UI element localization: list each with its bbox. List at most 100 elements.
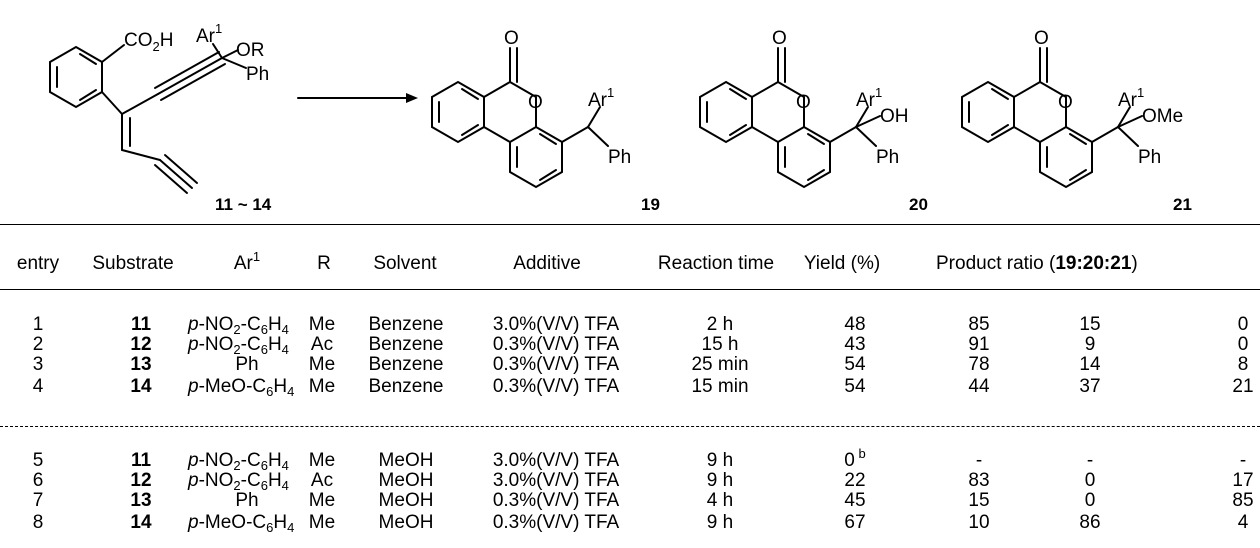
cell-yield: 48 bbox=[844, 314, 866, 335]
cell-p20: 0 bbox=[1084, 490, 1096, 511]
cell-substrate: 12 bbox=[130, 334, 152, 355]
cell-time: 15 min bbox=[691, 376, 749, 397]
cell-solvent: MeOH bbox=[378, 512, 434, 533]
product-label-21: 21 bbox=[1173, 195, 1192, 214]
cell-entry: 5 bbox=[32, 450, 44, 471]
cell-time: 25 min bbox=[691, 354, 749, 375]
ring-o-label-20: O bbox=[796, 92, 811, 113]
cell-additive: 0.3%(V/V) TFA bbox=[492, 490, 620, 511]
group-label-20: OH bbox=[880, 106, 909, 127]
cell-solvent: Benzene bbox=[368, 334, 444, 355]
cell-r: Me bbox=[308, 314, 336, 335]
cell-substrate: 14 bbox=[130, 376, 152, 397]
ar-label-20: Ar1 bbox=[856, 85, 882, 111]
cell-solvent: MeOH bbox=[378, 470, 434, 491]
cell-p20: 0 bbox=[1084, 470, 1096, 491]
cell-yield: 43 bbox=[844, 334, 866, 355]
cell-p21: 85 bbox=[1232, 490, 1254, 511]
carbonyl-o-label-21: O bbox=[1034, 28, 1049, 49]
product-label-19: 19 bbox=[641, 195, 660, 214]
cell-ar: Ph bbox=[235, 354, 259, 375]
cell-p21: - bbox=[1239, 450, 1247, 471]
cell-time: 2 h bbox=[706, 314, 734, 335]
cell-p19: 91 bbox=[968, 334, 990, 355]
cell-r: Me bbox=[308, 354, 336, 375]
reactant-compound-label: 11 ~ 14 bbox=[215, 195, 272, 214]
header-bottom-rule bbox=[0, 289, 1260, 290]
cell-entry: 4 bbox=[32, 376, 44, 397]
cell-p21: 17 bbox=[1232, 470, 1254, 491]
header-yield: Yield (%) bbox=[803, 253, 881, 274]
cell-substrate: 13 bbox=[130, 490, 152, 511]
header-product-ratio: Product ratio (19:20:21) bbox=[936, 253, 1138, 274]
cell-substrate: 11 bbox=[130, 450, 152, 471]
cell-substrate: 11 bbox=[130, 314, 152, 335]
cell-additive: 0.3%(V/V) TFA bbox=[492, 376, 620, 397]
cell-entry: 3 bbox=[32, 354, 44, 375]
cell-additive: 3.0%(V/V) TFA bbox=[492, 450, 620, 471]
cell-solvent: MeOH bbox=[378, 450, 434, 471]
cell-p19: 10 bbox=[968, 512, 990, 533]
cell-time: 9 h bbox=[706, 512, 734, 533]
header-r: R bbox=[317, 253, 331, 274]
cell-time: 15 h bbox=[701, 334, 739, 355]
carbonyl-o-label-19: O bbox=[504, 28, 519, 49]
cell-additive: 3.0%(V/V) TFA bbox=[492, 470, 620, 491]
cell-time: 9 h bbox=[706, 450, 734, 471]
reactant-ph-label: Ph bbox=[246, 64, 269, 85]
cell-ar: p-NO2-C6H4 bbox=[188, 314, 289, 337]
cell-additive: 0.3%(V/V) TFA bbox=[492, 334, 620, 355]
cell-solvent: Benzene bbox=[368, 376, 444, 397]
reaction-arrow-head bbox=[406, 93, 418, 103]
ring-o-label-19: O bbox=[528, 92, 543, 113]
cell-solvent: Benzene bbox=[368, 354, 444, 375]
cell-p21: 4 bbox=[1237, 512, 1249, 533]
ph-label-20: Ph bbox=[876, 147, 899, 168]
cell-p20: 37 bbox=[1079, 376, 1101, 397]
header-entry: entry bbox=[16, 253, 60, 274]
cell-entry: 7 bbox=[32, 490, 44, 511]
product-label-20: 20 bbox=[909, 195, 928, 214]
section-divider bbox=[0, 426, 1260, 427]
cell-p19: 15 bbox=[968, 490, 990, 511]
cell-r: Ac bbox=[310, 334, 334, 355]
cell-ar: p-MeO-C6H4 bbox=[188, 376, 295, 399]
cell-r: Me bbox=[308, 376, 336, 397]
cell-p20: 86 bbox=[1079, 512, 1101, 533]
reactant-acid-label: CO2H bbox=[124, 30, 173, 54]
cell-substrate: 12 bbox=[130, 470, 152, 491]
cell-p21: 0 bbox=[1237, 334, 1249, 355]
ph-label-19: Ph bbox=[608, 147, 631, 168]
cell-p19: 85 bbox=[968, 314, 990, 335]
cell-p19: - bbox=[975, 450, 983, 471]
cell-yield: 54 bbox=[844, 354, 866, 375]
reactant-or-label: OR bbox=[236, 40, 265, 61]
header-additive: Additive bbox=[513, 253, 581, 274]
reactant-benzene-ring bbox=[49, 45, 103, 109]
product-21-structure bbox=[961, 47, 1143, 189]
cell-p20: - bbox=[1086, 450, 1094, 471]
cell-p20: 9 bbox=[1084, 334, 1096, 355]
cell-p20: 14 bbox=[1079, 354, 1101, 375]
ph-label-21: Ph bbox=[1138, 147, 1161, 168]
cell-r: Ac bbox=[310, 470, 334, 491]
cell-yield: 67 bbox=[844, 512, 866, 533]
cell-ar: p-NO2-C6H4 bbox=[188, 334, 289, 357]
cell-p21: 0 bbox=[1237, 314, 1249, 335]
ring-o-label-21: O bbox=[1058, 92, 1073, 113]
cell-entry: 8 bbox=[32, 512, 44, 533]
product-20-structure bbox=[699, 47, 881, 189]
header-solvent: Solvent bbox=[373, 253, 437, 274]
cell-yield: 0 b bbox=[844, 446, 866, 471]
cell-yield: 22 bbox=[844, 470, 866, 491]
table-top-rule bbox=[0, 224, 1260, 225]
cell-time: 4 h bbox=[706, 490, 734, 511]
product-19-structure bbox=[431, 47, 609, 189]
cell-entry: 2 bbox=[32, 334, 44, 355]
group-label-21: OMe bbox=[1142, 106, 1183, 127]
cell-p21: 8 bbox=[1237, 354, 1249, 375]
cell-ar: p-MeO-C6H4 bbox=[188, 512, 295, 535]
cell-entry: 6 bbox=[32, 470, 44, 491]
reactant-ar-label: Ar1 bbox=[196, 21, 222, 47]
